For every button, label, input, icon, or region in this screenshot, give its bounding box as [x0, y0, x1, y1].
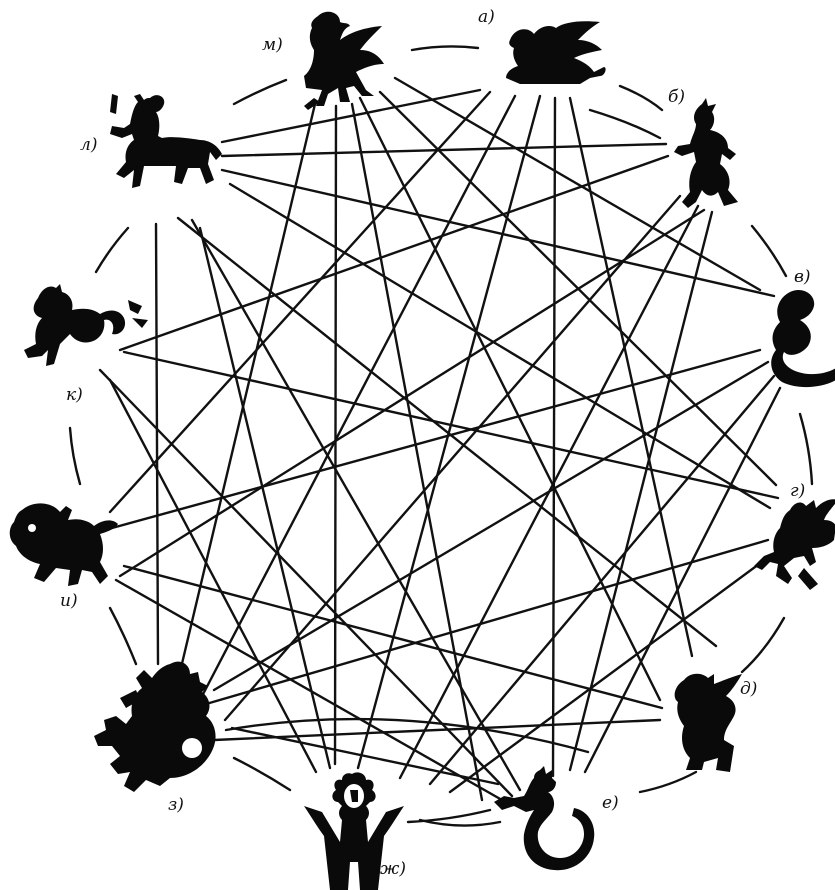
label-a: а) [478, 7, 495, 27]
triton-icon [494, 766, 594, 870]
label-z: з) [168, 795, 184, 815]
edge [570, 98, 692, 656]
edge [120, 210, 704, 576]
edge [553, 98, 555, 776]
edge [178, 218, 716, 646]
arc [742, 618, 784, 672]
label-g: г) [790, 481, 805, 501]
centaur-icon [110, 94, 222, 188]
arc [234, 758, 290, 790]
edge [124, 352, 778, 498]
edge [156, 224, 158, 664]
chimera-icon [10, 503, 118, 586]
label-k: к) [66, 385, 83, 405]
label-zh: ж) [380, 859, 406, 879]
label-b: б) [668, 87, 685, 107]
label-v: в) [794, 267, 811, 287]
arc [110, 608, 136, 664]
arc [234, 80, 286, 104]
arc [412, 46, 478, 50]
edge [352, 104, 482, 800]
edge [192, 220, 520, 790]
arc [70, 428, 80, 484]
pegasus-icon [754, 499, 835, 590]
satyr-icon [674, 98, 738, 208]
edge [222, 90, 480, 142]
harpy-icon [304, 12, 384, 110]
label-e: е) [602, 793, 619, 813]
edge [232, 728, 498, 784]
winged-lion-icon [506, 21, 606, 84]
edge [214, 362, 768, 690]
griffin-icon [675, 674, 742, 772]
arc [620, 86, 662, 110]
arc [752, 226, 786, 276]
label-i: и) [60, 591, 78, 611]
arc [590, 110, 660, 138]
arc [640, 772, 696, 792]
label-l: л) [80, 135, 97, 155]
arc [800, 414, 812, 484]
label-m: м) [262, 35, 283, 55]
edge [200, 96, 515, 700]
scylla-icon [94, 662, 216, 792]
label-d: д) [740, 679, 757, 699]
sea-serpent-icon [771, 290, 835, 387]
arc [96, 228, 128, 272]
